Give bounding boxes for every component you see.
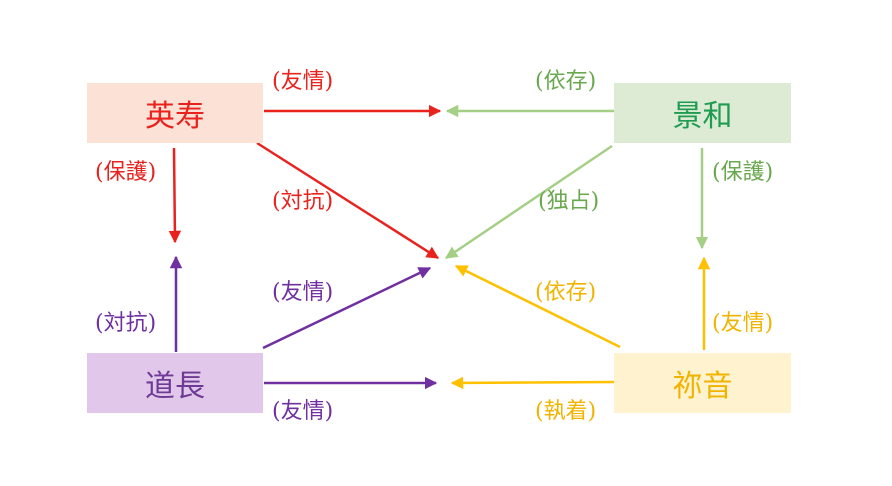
label-michinaga-friendship-up: (友情) <box>272 280 334 305</box>
label-michinaga-friendship-right: (友情) <box>272 399 334 424</box>
label-keiwa-protect: (保護) <box>712 160 774 185</box>
node-keiwa: 景和 <box>614 83 791 143</box>
node-neon-label: 祢音 <box>672 369 733 404</box>
label-eiju-protect: (保護) <box>95 160 157 185</box>
node-neon: 祢音 <box>614 353 791 413</box>
arrow-eiju-protect <box>168 147 182 244</box>
node-michinaga-label: 道長 <box>145 369 205 404</box>
node-keiwa-label: 景和 <box>672 99 733 134</box>
arrow-eiju-oppose <box>256 141 440 260</box>
arrow-neon-depend <box>454 264 621 349</box>
label-neon-depend: (依存) <box>535 280 597 305</box>
arrow-keiwa-monopoly <box>444 144 613 260</box>
label-neon-friendship: (友情) <box>712 311 774 336</box>
label-keiwa-monopoly: (独占) <box>538 189 600 214</box>
node-eiju-label: 英寿 <box>145 99 205 134</box>
node-eiju: 英寿 <box>87 83 263 143</box>
arrow-michinaga-friendship-up <box>262 266 432 350</box>
label-neon-obsession: (執着) <box>535 399 597 424</box>
label-michinaga-oppose: (対抗) <box>95 311 157 336</box>
label-keiwa-depend: (依存) <box>535 69 597 94</box>
node-michinaga: 道長 <box>87 353 263 413</box>
label-eiju-oppose: (対抗) <box>272 189 334 214</box>
label-eiju-friendship: (友情) <box>272 69 334 94</box>
arrow-neon-obsession <box>450 376 615 390</box>
